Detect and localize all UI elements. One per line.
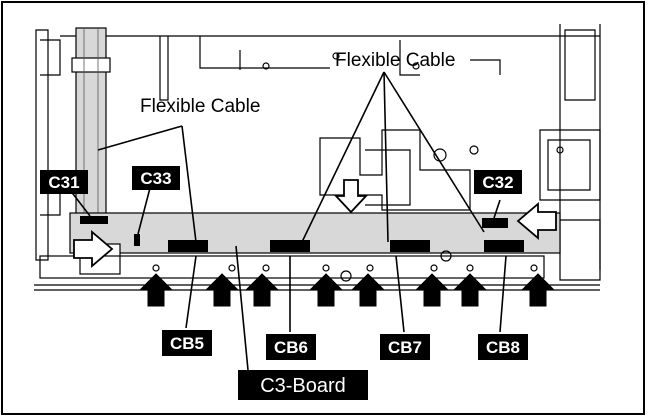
tag-c33: C33 — [132, 166, 180, 190]
tag-cb7: CB7 — [380, 334, 430, 360]
left-arrow-icon — [516, 202, 557, 240]
tag-cb6-label: CB6 — [274, 338, 308, 357]
up-arrow-icon — [138, 273, 174, 307]
connector-c32-block — [482, 218, 508, 228]
tag-cb7-label: CB7 — [388, 338, 422, 357]
tag-c31: C31 — [40, 170, 88, 194]
connector-cb5-block — [168, 240, 208, 252]
callout-flexible-cable-left: Flexible Cable — [140, 96, 260, 117]
tag-cb5-label: CB5 — [170, 334, 204, 353]
tag-c33-label: C33 — [140, 169, 171, 188]
leader-lines — [69, 71, 507, 371]
right-arrow-icon — [73, 230, 114, 268]
arrows — [138, 273, 556, 307]
tag-c3-board-label: C3-Board — [260, 375, 346, 397]
flexible-cable-ribbon — [71, 27, 111, 225]
up-arrow-icon — [308, 273, 344, 307]
up-arrow-icon — [244, 273, 280, 307]
tag-c32: C32 — [474, 170, 522, 194]
connector-c33-block — [134, 234, 140, 246]
tag-cb8: CB8 — [478, 334, 528, 360]
up-arrow-icon — [350, 273, 386, 307]
connector-cb8-block — [484, 240, 524, 252]
chassis-frame — [34, 24, 601, 291]
board-connectors — [80, 216, 524, 252]
callout-flexible-cable-top: Flexible Cable — [335, 50, 455, 71]
lower-rail — [39, 250, 545, 282]
up-arrow-icon — [414, 273, 450, 307]
outline-arrows — [73, 179, 557, 268]
tag-cb6: CB6 — [266, 334, 316, 360]
c3-board — [69, 212, 561, 275]
tag-cb5: CB5 — [162, 330, 212, 356]
connector-cb6-block — [270, 240, 310, 252]
tag-c3-board: C3-Board — [238, 370, 368, 400]
tag-c31-label: C31 — [48, 173, 79, 192]
down-arrow-icon — [333, 179, 369, 214]
up-arrow-icon — [520, 273, 556, 307]
connector-c31-block — [80, 216, 108, 224]
up-arrow-icon — [204, 273, 240, 307]
connector-cb7-block — [390, 240, 430, 252]
up-arrow-icon — [452, 273, 488, 307]
tag-cb8-label: CB8 — [486, 338, 520, 357]
tag-c32-label: C32 — [482, 173, 513, 192]
